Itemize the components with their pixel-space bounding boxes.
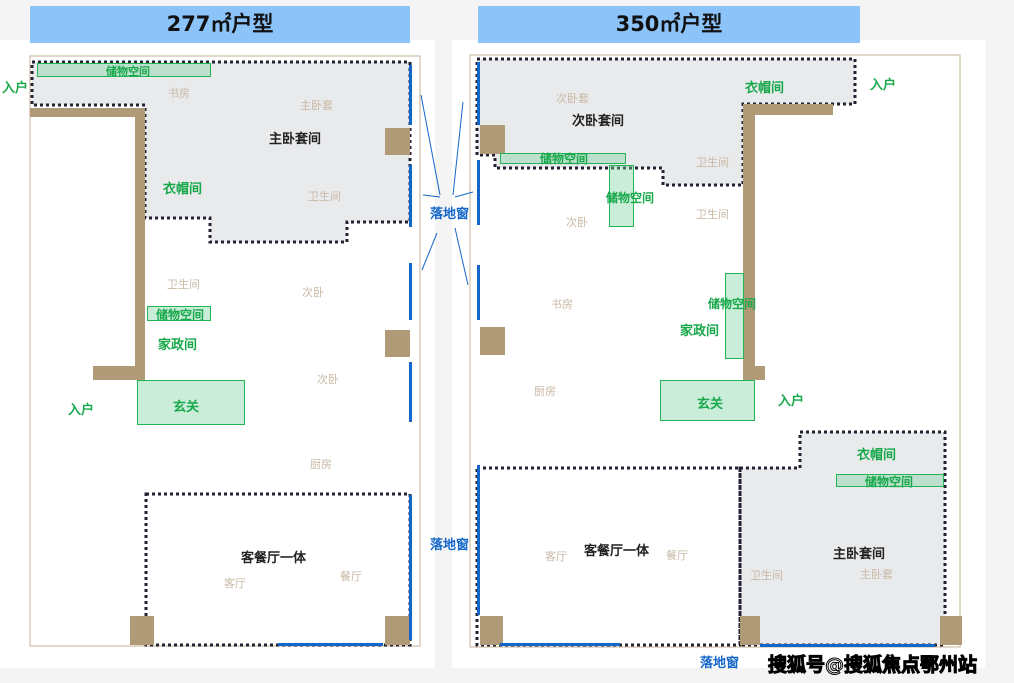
room-label: 主卧套 [300,99,333,112]
room-label: 卫生间 [696,156,729,169]
storage-area [37,63,211,77]
entry-label: 入户 [870,78,897,93]
wall [743,366,765,380]
window [409,165,412,227]
zone-master-suite-350 [738,430,947,647]
window-arrow [422,194,441,198]
storage-label: 储物空间 [156,308,205,322]
room-label: 厨房 [310,458,332,471]
window [409,263,412,320]
storage-area [725,273,744,359]
room-label: 主卧套 [860,568,893,581]
window [409,495,412,640]
zone-label: 家政间 [680,324,720,339]
storage-label: 储物空间 [106,65,150,78]
room-label: 次卧 [317,373,339,386]
window-label: 落地窗 [430,207,470,222]
window-label: 落地窗 [430,538,470,553]
zone-label: 主卧套间 [833,547,886,562]
storage-area [836,474,944,487]
window [477,265,480,320]
wall [135,108,145,380]
zone-label: 玄关 [697,397,724,412]
zone-label: 客餐厅一体 [241,551,307,566]
wall [743,104,833,115]
room-label: 客厅 [545,550,567,563]
watermark: 搜狐号@搜狐焦点鄂州站 [767,654,978,677]
plan-350-title: 350㎡户型 [478,6,860,43]
column [480,616,503,645]
room-label: 卫生间 [167,278,200,291]
zone-label: 主卧套间 [269,132,322,147]
room-label: 卫生间 [696,208,729,221]
room-label: 餐厅 [340,570,362,583]
storage-label: 储物空间 [540,152,589,166]
window-arrow [454,191,474,198]
zone-master-suite-277 [30,60,412,244]
column [940,616,962,645]
column [385,330,410,357]
window [477,160,480,225]
storage-label: 储物空间 [708,297,757,311]
zone-label: 衣帽间 [163,182,203,197]
zone-label: 衣帽间 [745,81,785,96]
zone-label: 客餐厅一体 [584,544,650,559]
window [477,62,480,125]
zone-second-suite-350 [475,57,857,187]
column [385,128,410,155]
storage-area [147,306,211,321]
zone-label: 家政间 [158,338,198,353]
column [740,616,760,645]
window [409,362,412,422]
room-label: 书房 [168,87,190,100]
column [480,125,505,154]
wall [93,366,145,380]
room-label: 厨房 [534,385,556,398]
window-arrow [452,101,464,196]
window-label: 落地窗 [700,656,740,671]
wall [743,104,755,380]
foyer-area [137,380,245,425]
room-label: 次卧 [302,286,324,299]
room-label: 卫生间 [308,190,341,203]
room-label: 餐厅 [666,549,688,562]
room-label: 次卧 [566,216,588,229]
window [500,643,620,646]
window [477,465,480,615]
storage-area [609,165,634,227]
entry-label: 入户 [2,81,29,96]
window [278,643,383,646]
room-label: 书房 [551,298,573,311]
zone-label: 玄关 [173,400,200,415]
foyer-area [660,380,755,421]
window [409,65,412,125]
column [385,616,410,645]
storage-label: 储物空间 [865,475,914,489]
wall [30,108,145,117]
window-arrow [420,94,441,196]
room-label: 客厅 [224,577,246,590]
room-label: 卫生间 [750,569,783,582]
zone-label: 衣帽间 [857,448,897,463]
column [130,616,154,645]
entry-label: 入户 [778,394,805,409]
storage-label: 储物空间 [606,191,655,205]
zone-label: 次卧套间 [572,114,625,129]
entry-label: 入户 [68,403,95,418]
column [480,327,505,355]
window-arrow [421,232,438,271]
plan-277-title: 277㎡户型 [30,6,410,43]
room-label: 次卧套 [556,92,589,105]
zone-living-277 [144,492,412,647]
storage-area [500,153,626,164]
window-arrow [454,227,469,286]
window [760,644,935,647]
